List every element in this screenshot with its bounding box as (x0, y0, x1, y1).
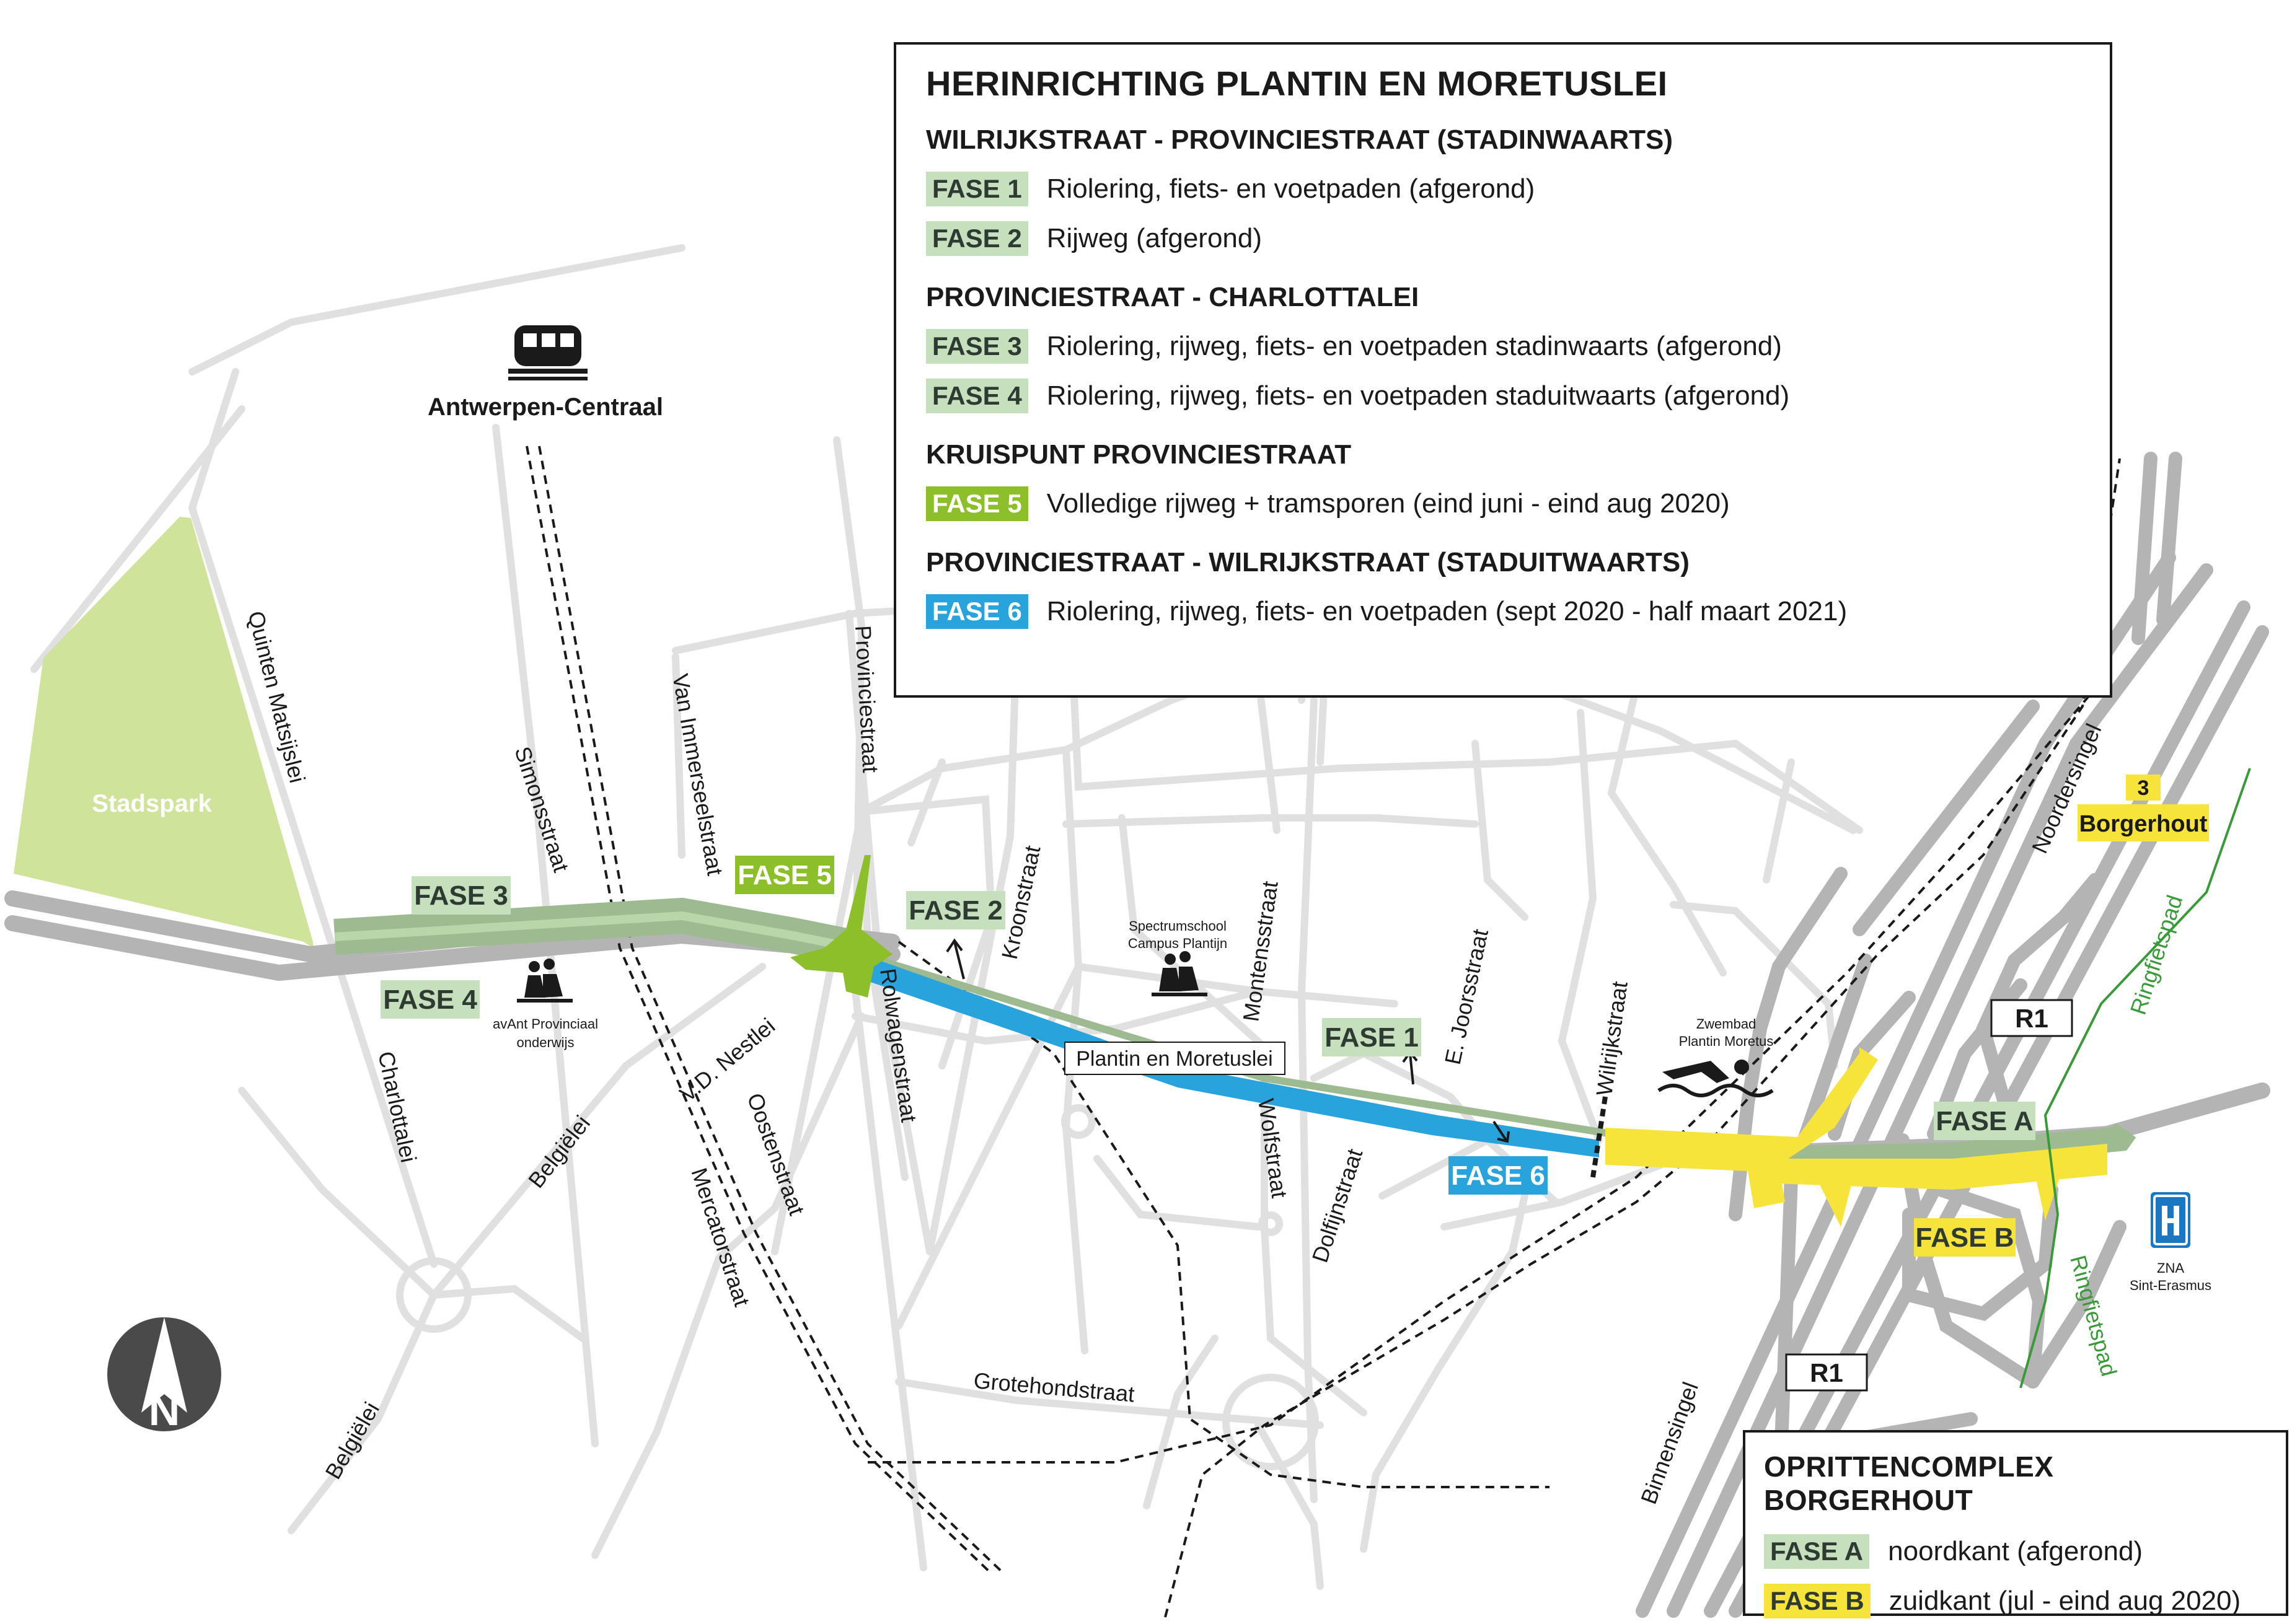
r1-shield-bottom: R1 (1785, 1353, 1868, 1392)
map-fase4: FASE 4 (383, 985, 477, 1015)
borgerhout-exit-label: Borgerhout (2079, 811, 2208, 837)
legend-section-heading: PROVINCIESTRAAT - CHARLOTTALEI (926, 282, 1419, 312)
street-provincie: Provinciestraat (850, 625, 883, 773)
main-road-label-box (1064, 1042, 1285, 1075)
stadspark (14, 517, 313, 948)
map-fase6: FASE 6 (1451, 1161, 1545, 1191)
phase-b-area (1605, 1047, 2107, 1227)
legend-opritten-title: OPRITTENCOMPLEX BORGERHOUT (1764, 1451, 2054, 1516)
north-label: N (149, 1386, 180, 1434)
school1-line1: avAnt Provinciaal (493, 1016, 598, 1032)
train-icon (508, 325, 588, 380)
legend-item-desc: Rijweg (afgerond) (1046, 223, 1263, 253)
wilrijkstraat-marker (1590, 1096, 1608, 1178)
ringfietspad (2019, 768, 2251, 1389)
legend-item-desc: Riolering, fiets- en voetpaden (afgerond… (1046, 173, 1535, 204)
legend-item-badge: FASE 3 (926, 329, 1028, 364)
direction-arrows (946, 938, 1510, 1143)
map-faseB: FASE B (1916, 1222, 2014, 1253)
legend-section-heading: KRUISPUNT PROVINCIESTRAAT (926, 439, 1352, 470)
main-road-label: Plantin en Moretuslei (1076, 1047, 1273, 1071)
street-belgie1: Belgiëlei (523, 1110, 595, 1192)
legend-item-badge: FASE 4 (926, 379, 1028, 413)
school2-line1: Spectrumschool (1129, 918, 1227, 934)
legend-opritten-item-row: FASE B zuidkant (jul - eind aug 2020) (1764, 1579, 2267, 1623)
phase-badges: FASE 3 FASE 4 FASE 5 FASE 2 FASE 1 FASE … (381, 856, 2035, 1257)
street-wolf: Wolfstraat (1253, 1097, 1292, 1200)
pool-line2: Plantin Moretus (1679, 1034, 1774, 1049)
legend-item-desc: Riolering, rijweg, fiets- en voetpaden s… (1046, 380, 1790, 411)
borgerhout-exit-number: 3 (2138, 776, 2149, 800)
tram-tracks (526, 446, 2121, 1618)
street-montens: Montensstraat (1238, 880, 1282, 1024)
legend-section-heading: PROVINCIESTRAAT - WILRIJKSTRAAT (STADUIT… (926, 547, 1690, 577)
r1-shield-bottom-label: R1 (1810, 1358, 1843, 1387)
map-fase1: FASE 1 (1325, 1022, 1419, 1053)
legend-item-row: FASE 4 Riolering, rijweg, fiets- en voetp… (926, 374, 2080, 418)
legend-title: HERINRICHTING PLANTIN EN MORETUSLEI (926, 64, 1668, 103)
borgerhout-exit: 3 Borgerhout (2078, 775, 2209, 841)
street-belgie2: Belgiëlei (320, 1398, 384, 1483)
r1-shield-top: R1 (1990, 999, 2073, 1037)
legend-item-row: FASE 3 Riolering, rijweg, fiets- en voetp… (926, 324, 2080, 369)
school1-line2: onderwijs (517, 1035, 575, 1050)
legend-opritten-item-desc: zuidkant (jul - eind aug 2020) (1889, 1586, 2241, 1616)
legend-sections: WILRIJKSTRAAT - PROVINCIESTRAAT (STADINW… (926, 125, 2080, 634)
legend-item-badge: FASE 1 (926, 172, 1028, 206)
legend-main: HERINRICHTING PLANTIN EN MORETUSLEI WILR… (894, 42, 2112, 698)
hospital-line2: Sint-Erasmus (2130, 1278, 2211, 1293)
street-wilrijk: Wilrijkstraat (1591, 980, 1632, 1097)
street-joors: E. Joorsstraat (1440, 927, 1493, 1067)
legend-item-badge: FASE 6 (926, 594, 1028, 629)
legend-section-heading: WILRIJKSTRAAT - PROVINCIESTRAAT (STADINW… (926, 125, 1673, 155)
legend-item-badge: FASE 5 (926, 486, 1028, 521)
r1-shield-top-label: R1 (2015, 1004, 2048, 1033)
legend-opritten-item-badge: FASE A (1764, 1534, 1870, 1569)
school2-line2: Campus Plantijn (1128, 936, 1227, 951)
legend-item-desc: Riolering, rijweg, fiets- en voetpaden (… (1046, 596, 1848, 626)
map-faseA: FASE A (1936, 1106, 2033, 1136)
roundabouts (396, 1104, 1319, 1470)
hospital-line1: ZNA (2157, 1260, 2184, 1276)
legend-opritten-items: FASE A noordkant (afgerond) FASE B zuidkant… (1764, 1529, 2267, 1623)
park-label: Stadspark (92, 790, 212, 817)
legend-item-row: FASE 6 Riolering, rijweg, fiets- en voetp… (926, 589, 2080, 634)
school-icon (517, 959, 573, 1003)
swimmer-icon (1657, 1060, 1774, 1097)
map-fase5: FASE 5 (738, 860, 832, 890)
phase-5-junction (790, 855, 893, 998)
legend-item-row: FASE 1 Riolering, fiets- en voetpaden (af… (926, 167, 2080, 211)
north-arrow-icon: N (107, 1317, 221, 1434)
hospital-icon (2151, 1192, 2190, 1248)
legend-item-desc: Volledige rijweg + tramsporen (eind juni… (1046, 488, 1730, 519)
phase-6-road (862, 954, 1599, 1157)
completed-phases (333, 897, 2136, 1171)
map-fase2: FASE 2 (909, 895, 1003, 926)
legend-item-row: FASE 2 Rijweg (afgerond) (926, 216, 2080, 261)
legend-item-badge: FASE 2 (926, 221, 1028, 256)
street-ring1: Ringfietspad (2125, 892, 2188, 1017)
station-label: Antwerpen-Centraal (428, 393, 663, 421)
legend-opritten-item-row: FASE A noordkant (afgerond) (1764, 1529, 2267, 1574)
street-dolfijn: Dolfijnstraat (1307, 1146, 1368, 1265)
legend-item-desc: Riolering, rijweg, fiets- en voetpaden s… (1046, 331, 1782, 361)
pool-line1: Zwembad (1696, 1016, 1756, 1032)
legend-item-row: FASE 5 Volledige rijweg + tramsporen (ein… (926, 481, 2080, 526)
school-icon-2 (1152, 951, 1207, 996)
legend-opritten-item-badge: FASE B (1764, 1584, 1871, 1618)
legend-opritten: OPRITTENCOMPLEX BORGERHOUT FASE A noordka… (1743, 1430, 2288, 1618)
legend-opritten-item-desc: noordkant (afgerond) (1888, 1536, 2143, 1566)
map-fase3: FASE 3 (414, 880, 508, 911)
